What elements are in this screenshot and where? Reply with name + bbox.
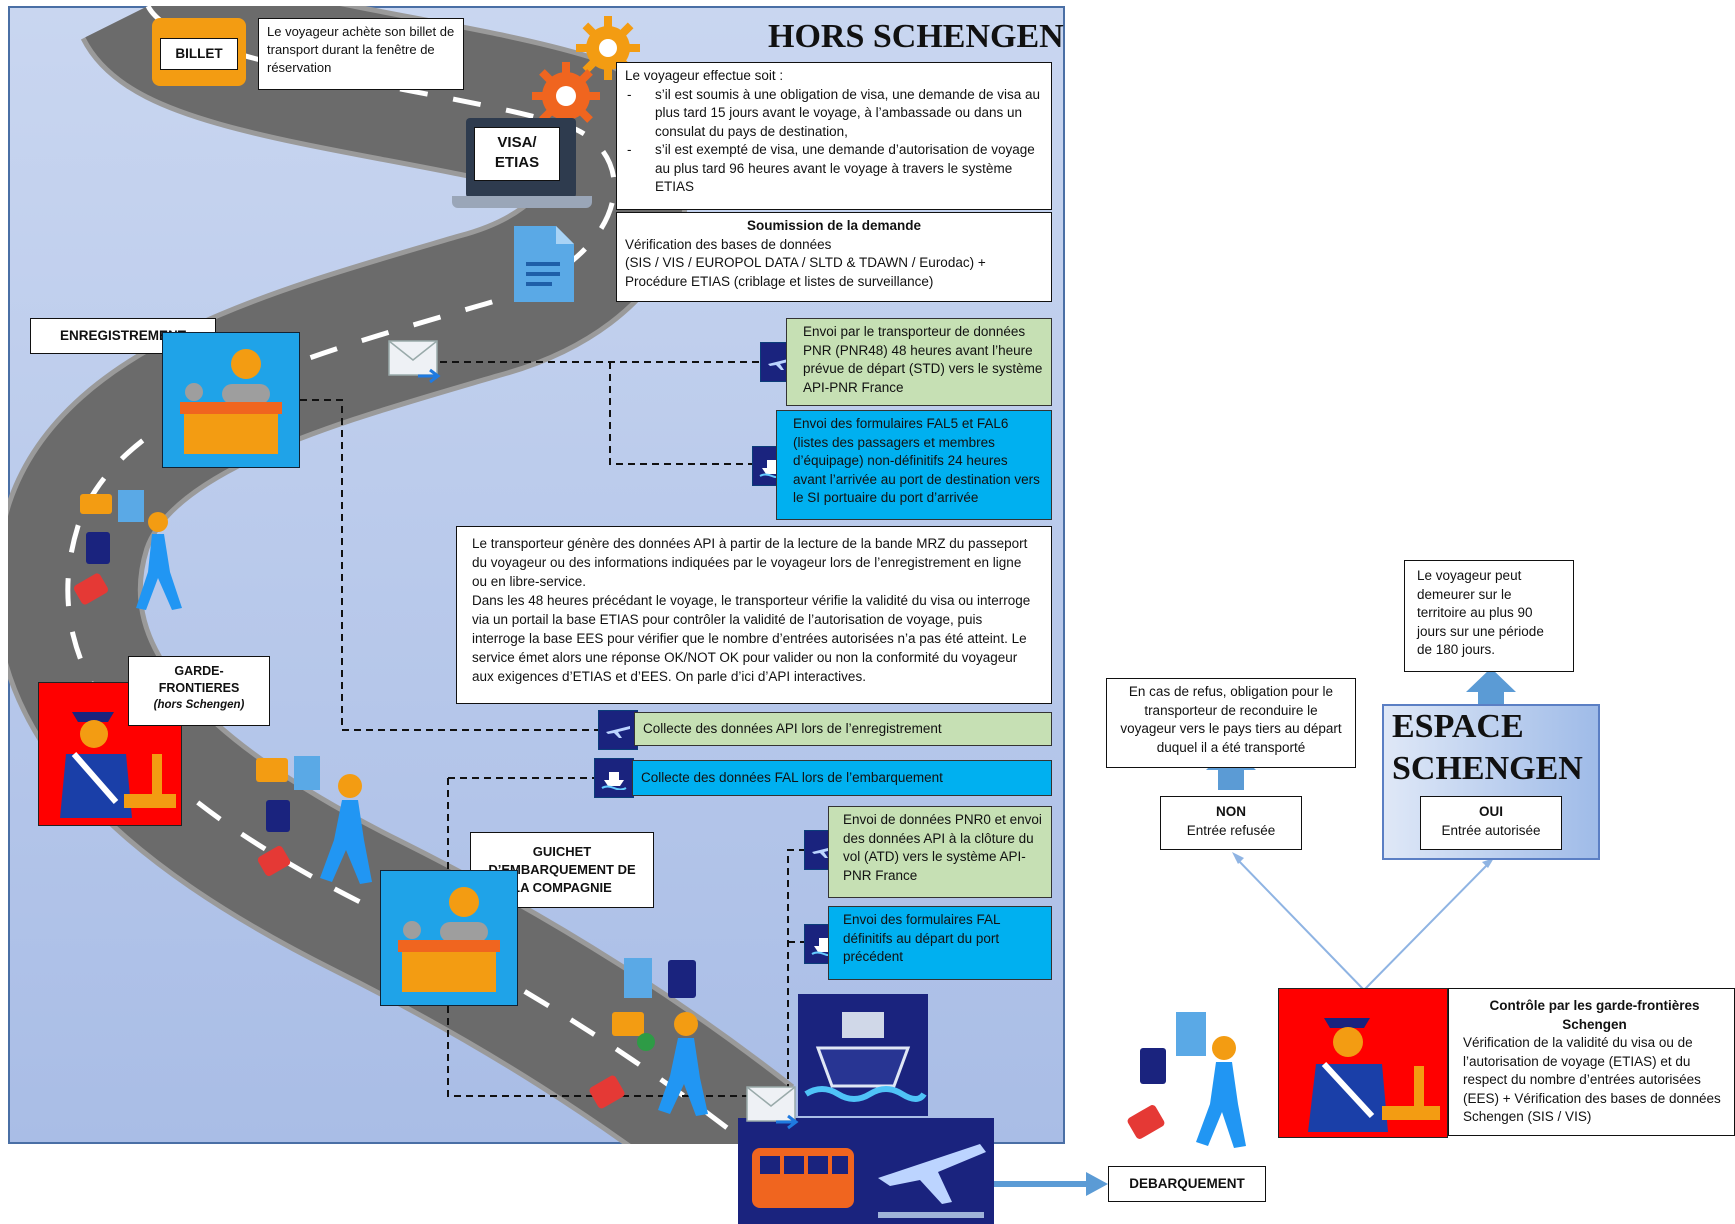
oui-box: OUI Entrée autorisée (1420, 796, 1562, 850)
billet-description: Le voyageur achète son billet de transpo… (258, 18, 464, 90)
envelope-icon (746, 1086, 799, 1130)
fal-definitifs-box: Envoi des formulaires FAL définitifs au … (828, 906, 1052, 980)
controle-title: Contrôle par les garde-frontières Scheng… (1489, 998, 1700, 1032)
schengen-border-guard-icon (1278, 988, 1448, 1138)
boarding-desk-icon (380, 870, 518, 1006)
api-paragraph-2: Dans les 48 heures précédant le voyage, … (472, 593, 1031, 684)
visa-description: Le voyageur effectue soit : s’il est sou… (616, 62, 1052, 210)
visa-label-line1: VISA/ (497, 134, 537, 151)
api-description: Le transporteur génère des données API à… (456, 526, 1052, 704)
non-title: NON (1216, 804, 1246, 819)
api-paragraph-1: Le transporteur génère des données API à… (472, 536, 1028, 589)
airplane-large-icon (868, 1118, 994, 1224)
collecte-api-box: Collecte des données API lors de l’enreg… (634, 712, 1052, 746)
garde-label-line3: (hors Schengen) (153, 699, 245, 711)
panel-title: HORS SCHENGEN (768, 18, 1064, 55)
fal5-box: Envoi des formulaires FAL5 et FAL6 (list… (776, 410, 1052, 520)
garde-frontieres-label: GARDE- FRONTIERES (hors Schengen) (128, 656, 270, 726)
airplane-icon (598, 710, 638, 750)
visa-item-etias: s’il est exempté de visa, une demande d’… (627, 141, 1043, 197)
controle-box: Contrôle par les garde-frontières Scheng… (1448, 988, 1735, 1136)
gears-icon (532, 16, 640, 130)
guichet-label-line2: D’EMBARQUEMENT DE (488, 862, 636, 877)
traveler-icon (1127, 1012, 1246, 1148)
soumission-line2: (SIS / VIS / EUROPOL DATA / SLTD & TDAWN… (625, 255, 986, 270)
espace-schengen-title: ESPACE SCHENGEN (1392, 706, 1583, 790)
ship-icon (594, 758, 634, 798)
traveler-icon (73, 490, 182, 610)
traveler-icon (589, 958, 708, 1116)
envelope-icon (388, 340, 441, 384)
soumission-box: Soumission de la demande Vérification de… (616, 212, 1052, 302)
laptop-base (452, 196, 592, 208)
document-icon (514, 226, 574, 302)
non-box: NON Entrée refusée (1160, 796, 1302, 850)
oui-title: OUI (1478, 804, 1503, 819)
controle-body: Vérification de la validité du visa ou d… (1463, 1035, 1721, 1124)
oui-subtitle: Entrée autorisée (1441, 822, 1541, 838)
guichet-label-line3: LA COMPAGNIE (512, 880, 612, 895)
billet-label: BILLET (160, 38, 238, 70)
soumission-line3: Procédure ETIAS (criblage et listes de s… (625, 273, 934, 289)
traveler-icon (256, 756, 372, 884)
pnr0-box: Envoi de données PNR0 et envoi des donné… (828, 806, 1052, 898)
checkin-desk-icon (162, 332, 300, 468)
espace-title-line1: ESPACE (1392, 708, 1524, 745)
visa-etias-label: VISA/ ETIAS (474, 127, 560, 181)
sejour-box: Le voyageur peut demeurer sur le territo… (1404, 560, 1574, 672)
soumission-line1: Vérification des bases de données (625, 236, 832, 252)
soumission-title: Soumission de la demande (746, 218, 922, 233)
ship-large-icon (798, 994, 928, 1116)
non-subtitle: Entrée refusée (1186, 822, 1276, 838)
garde-label-line1: GARDE- (174, 664, 224, 678)
garde-label-line2: FRONTIERES (158, 681, 240, 695)
collecte-fal-box: Collecte des données FAL lors de l’embar… (632, 760, 1052, 796)
visa-item-visa: s’il est soumis à une obligation de visa… (627, 86, 1043, 142)
debarquement-label: DEBARQUEMENT (1108, 1166, 1266, 1202)
bus-icon (738, 1118, 868, 1224)
guichet-label-line1: GUICHET (532, 844, 592, 859)
visa-intro: Le voyageur effectue soit : (625, 68, 784, 83)
espace-title-line2: SCHENGEN (1392, 750, 1583, 787)
refus-box: En cas de refus, obligation pour le tran… (1106, 678, 1356, 768)
pnr48-box: Envoi par le transporteur de données PNR… (786, 318, 1052, 406)
visa-label-line2: ETIAS (494, 154, 540, 171)
